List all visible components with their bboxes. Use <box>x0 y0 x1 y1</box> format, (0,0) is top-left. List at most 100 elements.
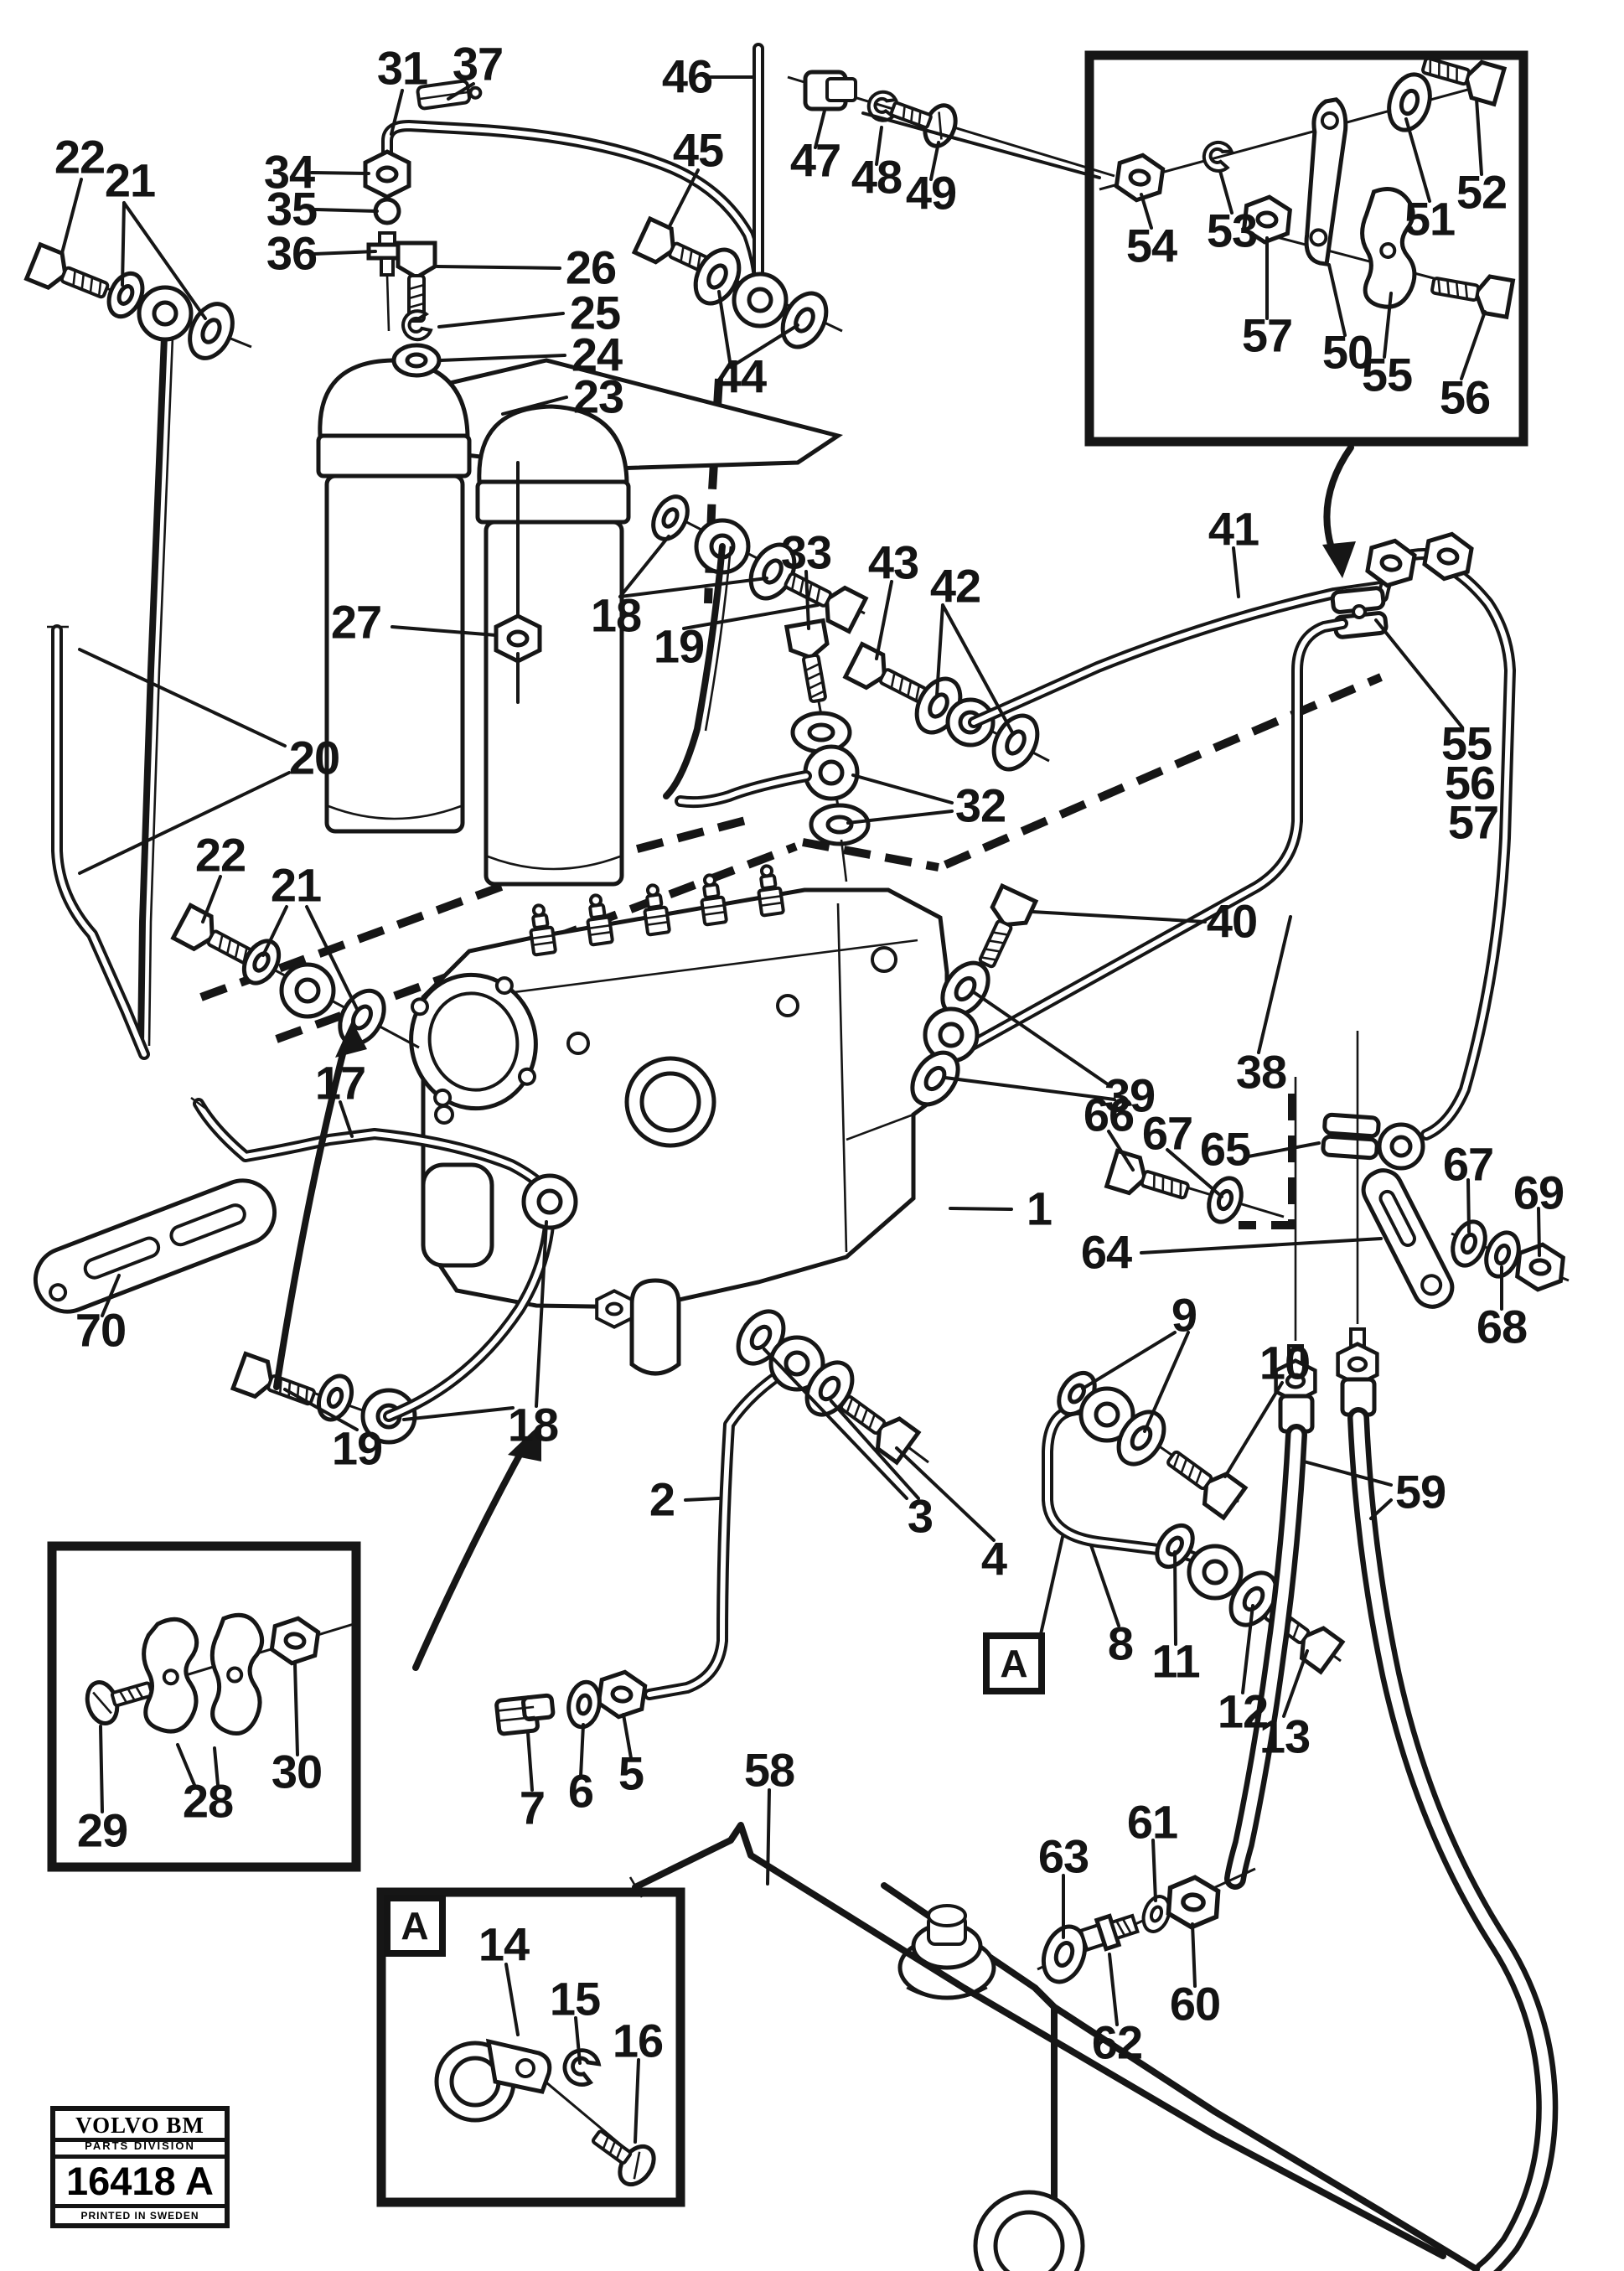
part-callout-6: 6 <box>567 1764 594 1818</box>
part-callout-21: 21 <box>104 153 156 207</box>
part-callout-21: 21 <box>270 858 322 912</box>
volvo-parts-plate: VOLVO BM PARTS DIVISION 16418 A PRINTED … <box>50 2106 230 2228</box>
part-callout-4: 4 <box>980 1532 1007 1586</box>
part-callout-45: 45 <box>672 123 724 177</box>
part-callout-28: 28 <box>182 1774 234 1828</box>
plate-footer: PRINTED IN SWEDEN <box>55 2203 225 2223</box>
part-callout-46: 46 <box>661 49 713 103</box>
part-callout-39: 39 <box>1104 1068 1156 1122</box>
plate-brand: VOLVO BM <box>55 2111 225 2143</box>
reference-marker-A: A <box>384 1895 446 1957</box>
leakoff-banjo-column <box>675 621 868 882</box>
part-callout-23: 23 <box>572 370 624 423</box>
part-callout-22: 22 <box>54 130 106 184</box>
part-callout-43: 43 <box>867 535 919 589</box>
p-clip-14 <box>434 2038 552 2123</box>
pipe-clamp-47-49 <box>787 70 1115 178</box>
leader-lines <box>60 75 1541 2144</box>
fuel-pipe-2 <box>494 1303 929 1736</box>
part-callout-20: 20 <box>288 731 340 784</box>
part-callout-55: 55 <box>1361 348 1413 401</box>
part-callout-49: 49 <box>905 166 957 220</box>
bracket-70 <box>33 1178 277 1314</box>
part-callout-19: 19 <box>653 619 705 673</box>
part-callout-38: 38 <box>1235 1045 1287 1099</box>
part-callout-2: 2 <box>649 1472 675 1526</box>
elbow-fitting-7 <box>494 1693 556 1736</box>
filter-inlet-fitting-cluster <box>27 245 252 365</box>
governor-linkage <box>1107 1112 1570 1309</box>
routing-arrows <box>273 444 1356 1671</box>
return-banjo-cluster <box>173 905 420 1052</box>
inset-clamp-detail <box>1084 47 1528 447</box>
part-callout-62: 62 <box>1091 2015 1143 2069</box>
part-callout-52: 52 <box>1456 165 1508 219</box>
part-callout-30: 30 <box>271 1745 323 1798</box>
part-callout-26: 26 <box>565 241 617 294</box>
inset-detail-a <box>376 1887 685 2207</box>
part-callout-65: 65 <box>1199 1122 1251 1176</box>
part-callout-56: 56 <box>1439 370 1491 424</box>
fuel-tank <box>628 1822 1480 2271</box>
part-callout-70: 70 <box>75 1303 127 1357</box>
part-callout-60: 60 <box>1169 1977 1221 2030</box>
part-callout-47: 47 <box>789 133 841 187</box>
part-callout-32: 32 <box>954 779 1006 832</box>
part-callout-37: 37 <box>452 37 504 91</box>
part-callout-18: 18 <box>590 588 642 642</box>
part-callout-24: 24 <box>571 328 623 381</box>
fuel-pipe-8 <box>1042 1367 1342 1673</box>
part-callout-67: 67 <box>1141 1106 1193 1160</box>
part-callout-10: 10 <box>1259 1336 1311 1389</box>
part-callout-33: 33 <box>780 525 832 579</box>
clamp-55 <box>1360 187 1417 309</box>
part-callout-31: 31 <box>376 41 428 95</box>
part-callout-1: 1 <box>1026 1182 1052 1235</box>
inset-pipe-clamp <box>47 1541 361 1872</box>
part-callout-48: 48 <box>851 150 903 204</box>
primer-pump <box>597 1278 681 1376</box>
part-callout-34: 34 <box>263 145 315 199</box>
part-callout-14: 14 <box>478 1917 530 1971</box>
part-callout-58: 58 <box>743 1743 795 1797</box>
part-callout-17: 17 <box>314 1056 366 1110</box>
part-callout-50: 50 <box>1321 325 1373 379</box>
part-callout-42: 42 <box>929 559 981 613</box>
part-callout-57: 57 <box>1447 795 1499 849</box>
double-clamp-28 <box>142 1612 265 1736</box>
part-callout-15: 15 <box>549 1972 601 2025</box>
part-callout-44: 44 <box>715 349 767 403</box>
part-callout-11: 11 <box>1151 1634 1200 1688</box>
part-callout-55: 55 <box>1440 716 1492 770</box>
part-callout-22: 22 <box>194 828 246 882</box>
part-callout-13: 13 <box>1259 1710 1311 1763</box>
part-callout-41: 41 <box>1208 502 1259 556</box>
fuel-filter-assembly <box>316 358 844 887</box>
part-callout-67: 67 <box>1442 1137 1494 1191</box>
part-callout-12: 12 <box>1217 1684 1269 1738</box>
vent-pipe-cluster <box>634 43 843 354</box>
part-callout-7: 7 <box>519 1781 546 1834</box>
part-callout-40: 40 <box>1206 894 1258 948</box>
return-pipes-left <box>47 334 174 1060</box>
plate-division: PARTS DIVISION <box>55 2139 225 2159</box>
part-callout-8: 8 <box>1107 1617 1134 1670</box>
part-callout-56: 56 <box>1444 756 1496 810</box>
part-callout-69: 69 <box>1513 1166 1565 1219</box>
fuel-hoses-59 <box>1224 1031 1559 2271</box>
part-callout-3: 3 <box>907 1489 934 1543</box>
fuel-pipe-38 <box>928 618 1348 1072</box>
figure-number: 16418 A <box>66 2158 214 2203</box>
part-callout-5: 5 <box>618 1746 644 1800</box>
bracket-bolt-column <box>394 243 439 375</box>
reference-marker-A: A <box>983 1632 1045 1694</box>
filter-outlet-cluster <box>646 491 866 799</box>
part-callout-25: 25 <box>569 286 621 339</box>
part-callout-61: 61 <box>1126 1795 1178 1849</box>
clamp-strap-50 <box>1304 97 1348 266</box>
link-64 <box>1361 1168 1455 1309</box>
part-callout-36: 36 <box>266 226 318 280</box>
part-callout-54: 54 <box>1125 219 1177 272</box>
